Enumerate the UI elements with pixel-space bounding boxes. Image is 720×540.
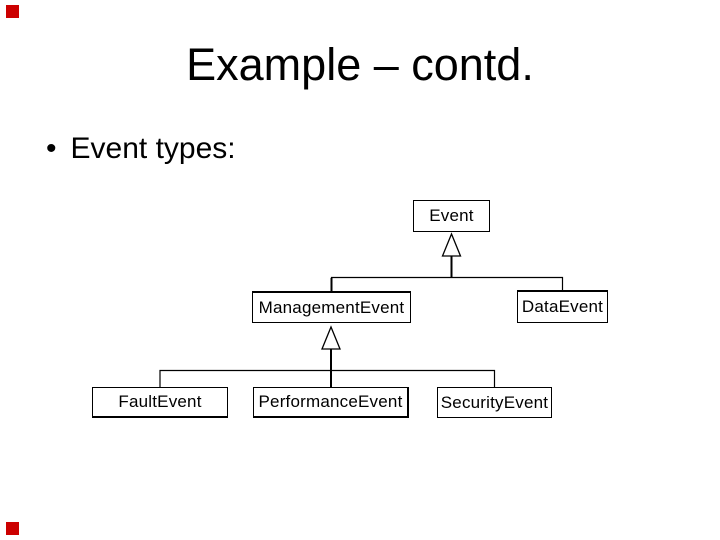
class-node-event-label: Event	[429, 206, 474, 225]
class-node-event: Event	[413, 200, 490, 232]
red-corner-marker-top-left-icon	[6, 5, 19, 18]
bullet-dot-icon: •	[46, 132, 57, 165]
class-node-fault-event: FaultEvent	[92, 387, 228, 418]
bullet-item-text: Event types:	[70, 132, 236, 165]
class-node-data-event: DataEvent	[517, 290, 608, 323]
class-node-performance-event: PerformanceEvent	[253, 387, 409, 418]
class-node-management-event-label: ManagementEvent	[258, 297, 405, 317]
class-node-fault-event-label: FaultEvent	[118, 392, 202, 411]
connector-management-children	[159, 369, 496, 387]
slide-title: Example – contd.	[186, 39, 534, 90]
class-node-management-event: ManagementEvent	[252, 291, 411, 323]
inheritance-triangle-management-event	[321, 325, 341, 350]
class-node-data-event-label: DataEvent	[521, 297, 604, 316]
class-node-security-event: SecurityEvent	[437, 387, 552, 418]
red-corner-marker-bottom-left-icon	[6, 522, 19, 535]
class-node-security-event-label: SecurityEvent	[440, 392, 549, 412]
class-node-performance-event-label: PerformanceEvent	[258, 392, 403, 411]
inheritance-triangle-event	[441, 232, 462, 257]
connector-event-children	[330, 276, 564, 291]
bullet-item: • Event types:	[46, 132, 236, 165]
